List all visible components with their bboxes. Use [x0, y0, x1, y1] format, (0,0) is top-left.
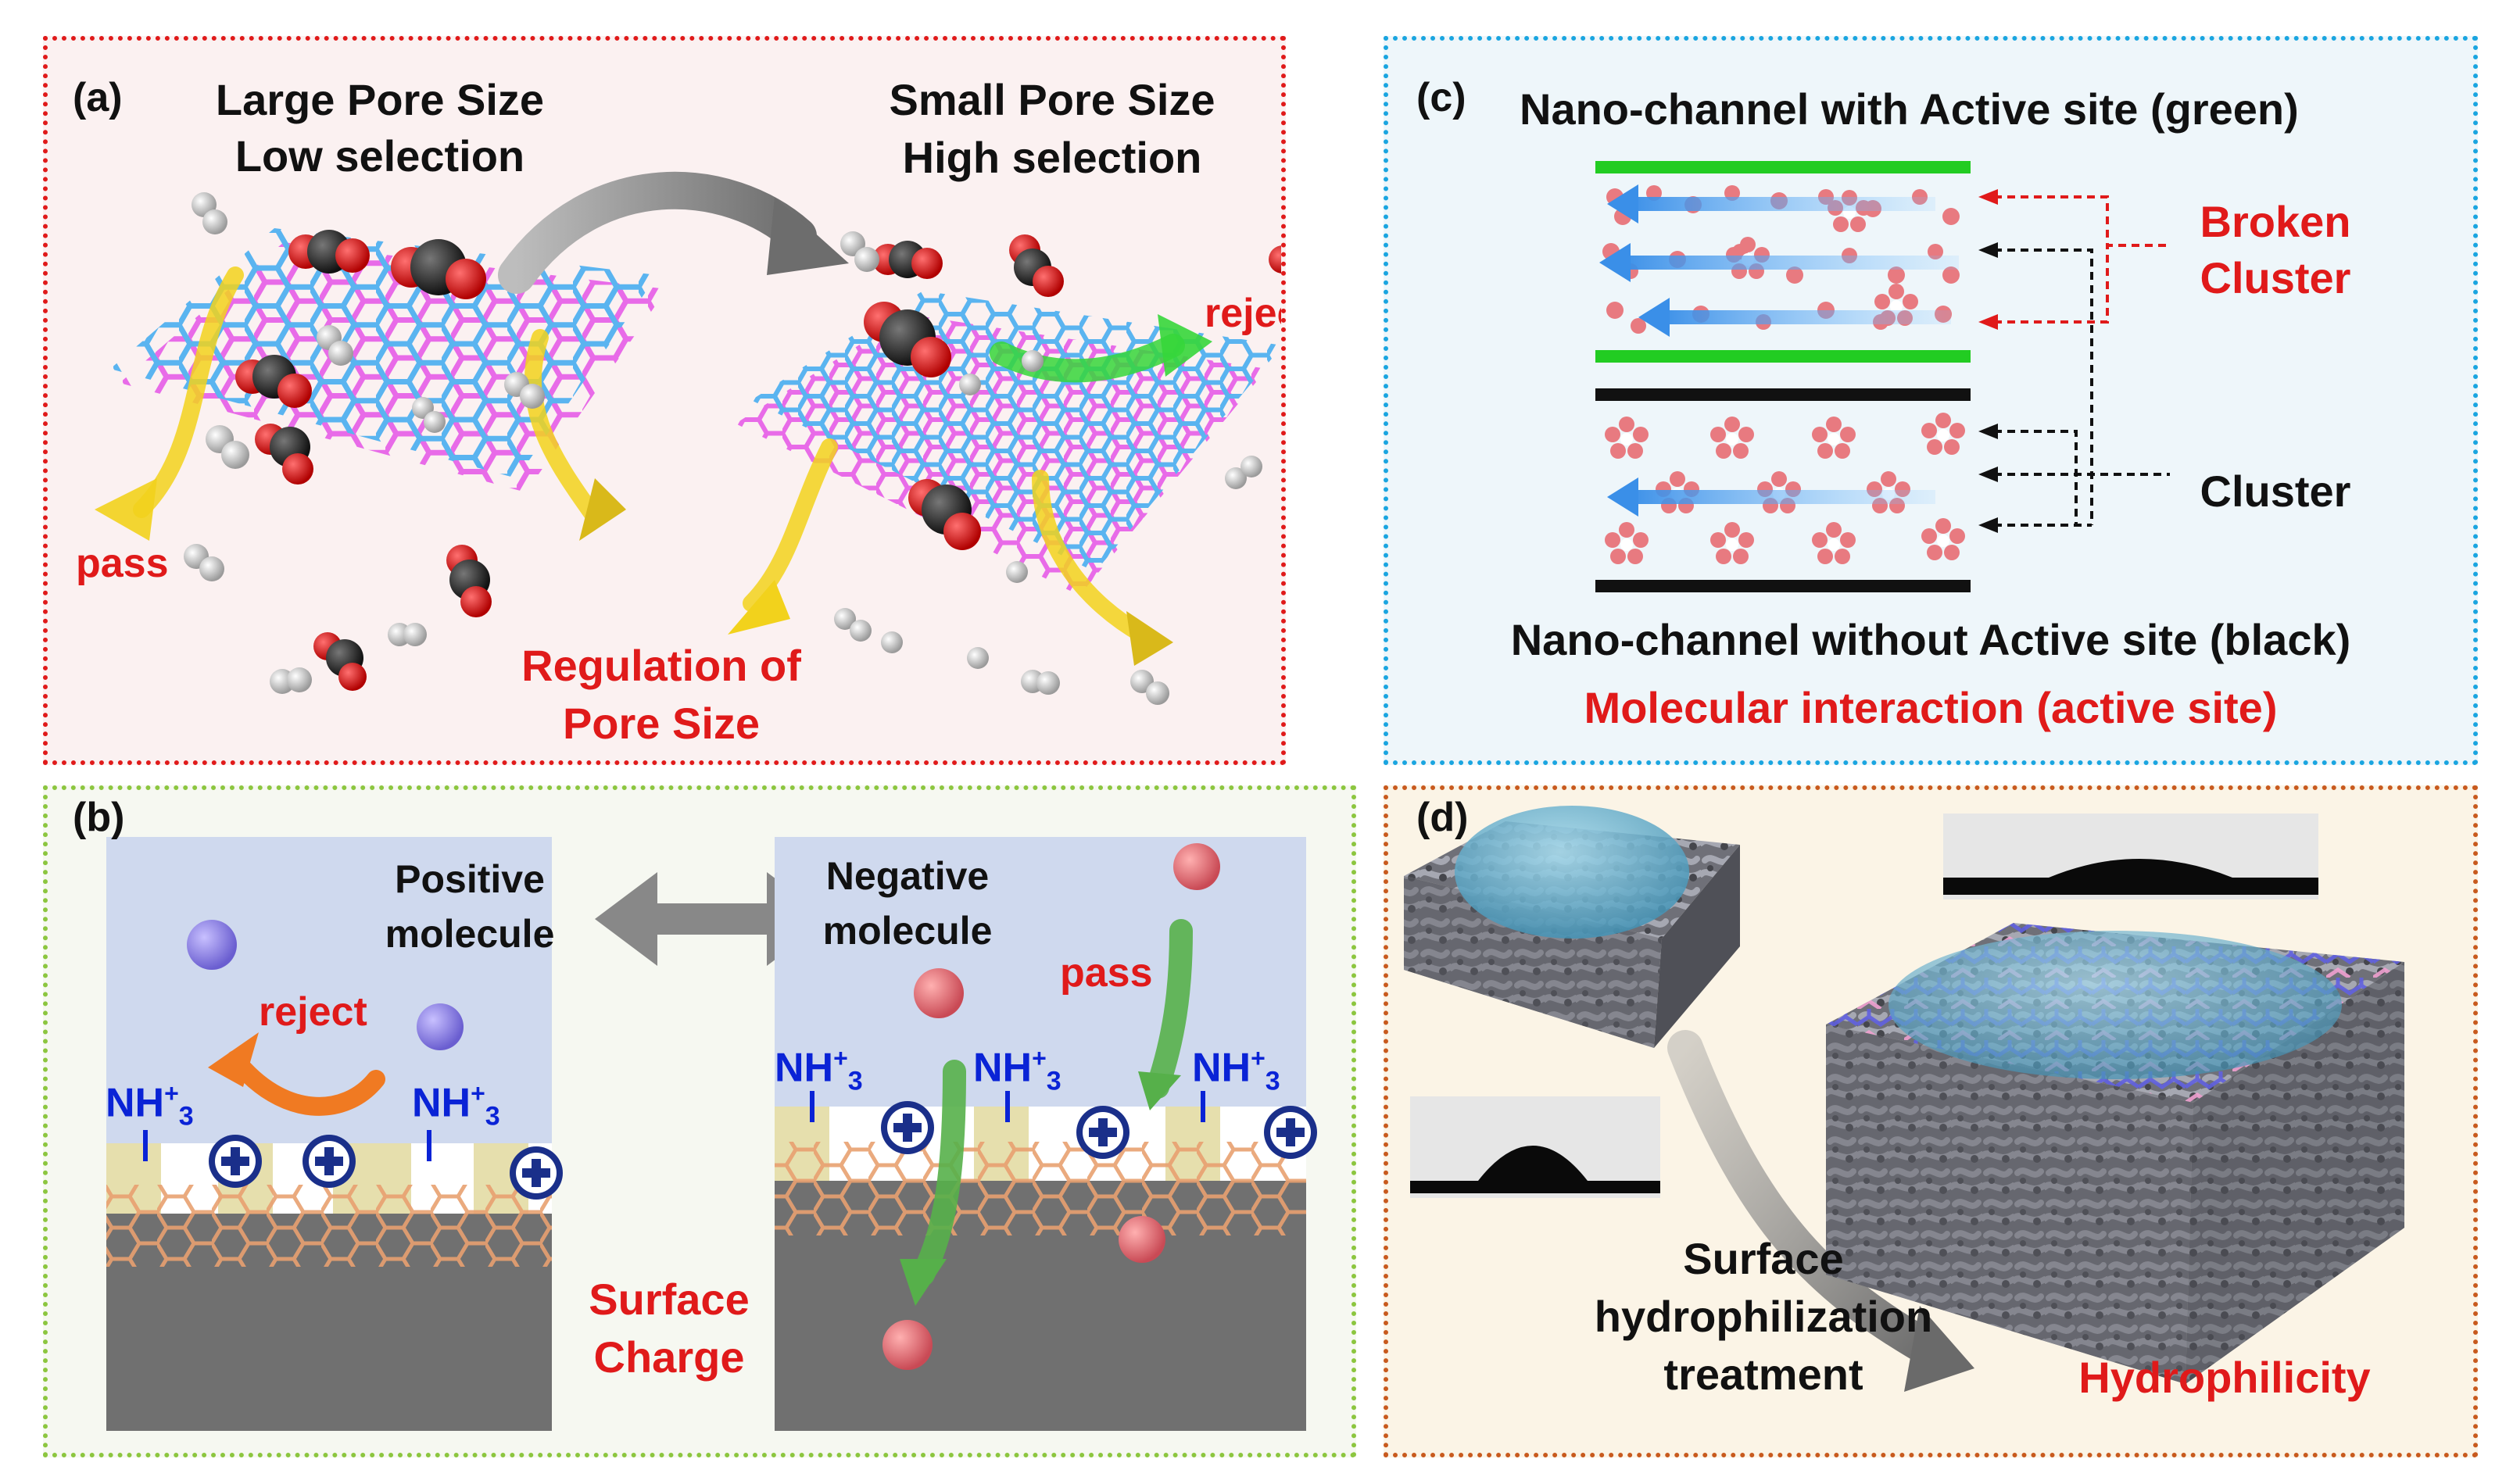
green-channel-bottom-wall [1595, 350, 1971, 363]
panel-b-caption-line2: Charge [593, 1332, 745, 1382]
broken-cluster-line1: Broken [2200, 197, 2351, 246]
yellow-pass-arrows-left [133, 266, 603, 526]
negative-molecule [914, 968, 964, 1018]
panel-a-illustration [95, 171, 1281, 705]
yellow-pass-arrows-right [743, 438, 1151, 643]
panel-d-illustration [1404, 806, 2404, 1392]
panel-b-label: (b) [73, 795, 125, 840]
positive-molecule-line1: Positive [395, 857, 545, 901]
plus-charge-icon [510, 1146, 563, 1200]
gray-arrow-head [767, 197, 849, 275]
amine-group-label: NH+3 [1192, 1044, 1280, 1096]
cluster-label: Cluster [2200, 467, 2351, 516]
positive-molecule [187, 920, 237, 970]
broken-cluster-pointers [1994, 195, 2170, 324]
plus-charge-icon [209, 1135, 262, 1188]
right-solution-region [775, 837, 1306, 1107]
large-pore-title: Large Pore Size [215, 75, 545, 124]
positive-molecule [417, 1003, 464, 1050]
negative-molecule [1119, 1216, 1165, 1263]
large-pore-subtitle: Low selection [234, 131, 525, 181]
negative-molecule-line2: molecule [822, 909, 993, 953]
panel-a-label: (a) [73, 75, 123, 120]
panel-a-caption-line1: Regulation of [521, 641, 801, 690]
treatment-arrow [1667, 1030, 1953, 1371]
broken-cluster-line2: Cluster [2200, 253, 2351, 302]
plus-charge-icon [1076, 1106, 1129, 1159]
pass-label: pass [1060, 950, 1153, 996]
black-channel-title: Nano-channel without Active site (black) [1510, 615, 2351, 664]
left-framework-layer [106, 1185, 552, 1267]
panel-b-illustration [106, 837, 1317, 1431]
h2-molecules [184, 192, 1262, 705]
treatment-line2: hydrophilization [1594, 1292, 1933, 1341]
water-droplet-treated [1888, 931, 2342, 1079]
black-channel-bottom-wall [1595, 580, 1971, 592]
panel-b-caption-line1: Surface [589, 1275, 750, 1324]
orange-reject-arrow [226, 1050, 385, 1116]
reject-label: reject [1205, 291, 1281, 336]
water-droplet-untreated [1455, 806, 1689, 939]
plus-charge-icon [881, 1101, 934, 1154]
plus-charge-icon [1264, 1106, 1317, 1159]
right-framework-layer [775, 1142, 1306, 1235]
panel-c-nano-channel: (c) Nano-channel with Active site (green… [1384, 36, 2478, 765]
amine-group-label: NH+3 [106, 1079, 194, 1132]
small-pore-title: Small Pore Size [889, 75, 1215, 124]
treatment-line1: Surface [1683, 1234, 1844, 1283]
co2-molecules [235, 230, 1281, 691]
intact-cluster-molecules [1605, 413, 1965, 564]
gray-transition-arrow [498, 171, 817, 294]
flow-arrow-black-channel [1607, 477, 1935, 517]
panel-b-surface-charge: (b) Positive molecule Negative molecule … [43, 785, 1356, 1457]
amine-group-label: NH+3 [412, 1079, 500, 1132]
plus-charge-icon [303, 1135, 356, 1188]
small-pore-subtitle: High selection [902, 133, 1202, 182]
green-channel-title: Nano-channel with Active site (green) [1520, 84, 2299, 134]
negative-molecule [1173, 843, 1220, 890]
cluster-pointers [1994, 249, 2170, 527]
negative-molecule [882, 1320, 933, 1370]
panel-a-pore-size: (a) Large Pore Size Low selection Small … [43, 36, 1286, 765]
treatment-line3: treatment [1663, 1350, 1863, 1399]
positive-molecule-line2: molecule [385, 912, 555, 956]
negative-molecule-line1: Negative [825, 854, 990, 898]
large-pore-membrane [110, 228, 667, 492]
green-pass-arrows [911, 919, 1193, 1286]
left-solution-region [106, 837, 552, 1143]
panel-d-label: (d) [1416, 795, 1469, 840]
pass-label: pass [76, 541, 169, 586]
black-channel-top-wall [1595, 388, 1971, 401]
panel-d-hydrophilicity: (d) Surface hydrophilization treatment H… [1384, 785, 2478, 1457]
panel-c-caption: Molecular interaction (active site) [1584, 683, 2278, 732]
panel-c-illustration [1595, 161, 2170, 592]
panel-c-label: (c) [1416, 75, 1466, 120]
green-channel-top-wall [1595, 161, 1971, 173]
amine-group-label: NH+3 [775, 1044, 863, 1096]
panel-a-caption-line2: Pore Size [562, 699, 761, 748]
reject-label: reject [259, 989, 367, 1035]
amine-group-label: NH+3 [973, 1044, 1061, 1096]
flow-arrows-green-channel [1599, 184, 1959, 337]
panel-d-caption: Hydrophilicity [2078, 1353, 2371, 1402]
